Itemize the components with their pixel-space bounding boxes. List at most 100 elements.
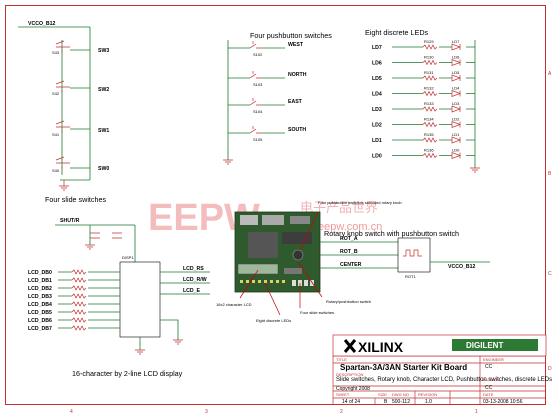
led-label: LD5 [372,76,382,82]
sheet-border [5,5,546,405]
vcco-net-label: VCCO_B12 [28,21,56,27]
svg-text:SW1: SW1 [98,128,109,134]
pushbutton-caption: Four pushbutton switches [250,31,332,40]
resistor-icon [422,137,438,143]
svg-text:S102: S102 [253,52,263,57]
lcd-e: LCD_E [183,288,201,294]
led-label: LD0 [372,154,382,160]
size-label: SIZE [378,392,387,397]
date: 03-13-2008 10:56 [483,399,523,405]
svg-text:EAST: EAST [288,99,303,105]
pushbutton-0: S102 WEST [228,41,304,57]
lcd-icon [237,263,279,275]
sheet-label: SHEET [336,392,350,397]
rotary-encoder [397,237,431,273]
led-label: LD7 [372,45,382,51]
svg-text:S104: S104 [253,109,263,114]
zone-d: D [548,366,552,372]
led-label: LD6 [372,61,382,67]
xilinx-wordmark: XILINX [358,339,404,355]
slide-switch-section: VCCO_B12 S43 SW3 S42 SW2 S41 SW1 [18,21,109,204]
svg-text:WEST: WEST [288,42,304,48]
xilinx-logo-icon [343,339,357,353]
lcd-data-label: LCD_DB0 [28,270,52,276]
resistor-ref: R133 [424,101,434,106]
slide-switch-0: S43 SW3 [52,40,109,55]
title-text: Spartan-3A/3AN Starter Kit Board [340,363,467,372]
lcd-data-row: LCD_DB4 [28,301,120,308]
pushbutton-ground-icon [223,159,233,165]
resistor-icon [71,269,87,275]
lcd-data-label: LCD_DB4 [28,302,52,308]
callout-rotary-pb: Rotary/pushbutton switch [326,299,371,304]
rev-label: REVISION [418,392,437,397]
dwg: 500-112 [392,399,410,405]
led-diode-icon [451,43,461,51]
diode-ref: LD7 [452,39,460,44]
resistor-icon [422,106,438,112]
resistor-icon [71,325,87,331]
led-diode-icon [451,58,461,67]
lcd-data-label: LCD_DB2 [28,286,52,292]
pushbutton-section: Four pushbutton switches S102 WEST S103 … [223,31,332,165]
zone-a: A [548,71,552,77]
led-diode-icon [451,105,461,113]
svg-text:S42: S42 [52,91,60,96]
pushbutton-3: S105 SOUTH [228,126,306,142]
resistor-icon [422,59,438,66]
lcd-ground-wire [160,319,179,340]
led-label: LD3 [372,107,382,113]
svg-text:SW2: SW2 [98,87,109,93]
resistor-ref: R135 [424,132,434,137]
resistor-icon [71,277,87,283]
rotary-line-b: ROT_B [340,249,358,255]
svg-text:SOUTH: SOUTH [288,127,306,133]
led-diode-icon [451,136,461,144]
vcco-rail [18,26,91,181]
rotary-ref: ROT1 [405,274,416,279]
svg-text:S103: S103 [253,82,263,87]
size: B [384,399,388,405]
board-photo: Four pushbutton switches surround rotary… [216,200,402,323]
resistor-icon [422,121,438,128]
callout-pushbuttons-rotary: Four pushbutton switches surround rotary… [318,200,402,205]
resistor-ref: R131 [424,70,434,75]
led-label: LD1 [372,138,382,144]
zone-4: 4 [70,409,73,415]
watermark-chinese: 电子产品世界 [300,200,378,215]
lcd-caption: 16-character by 2-line LCD display [72,369,183,378]
watermark-url: eepw.com.cn [318,221,382,233]
rotary-section: Rotary knob switch with pushbutton switc… [320,229,490,279]
lcd-data-label: LCD_DB3 [28,294,52,300]
rotary-caption: Rotary knob switch with pushbutton switc… [324,229,459,238]
resistor-ref: R132 [424,86,434,91]
callout-lcd: 16x2 character LCD [216,302,252,307]
digilent-wordmark: DIGILENT [466,341,503,350]
lcd-ground-icon-2 [173,339,183,345]
lcd-connector [119,261,161,338]
svg-text:SW0: SW0 [98,166,109,172]
lcd-data-label: LCD_DB7 [28,326,52,332]
resistor-icon [71,285,87,291]
lcd-power-wires [55,224,136,262]
description-line: Slide switches, Rotary knob, Character L… [336,377,552,383]
author: CC [485,385,493,391]
led-diode-icon [451,151,461,160]
callout-slide: Four slide switches [300,310,334,315]
resistor-ref: R136 [424,148,434,153]
slide-ground-icon [59,180,69,191]
lcd-data-label: LCD_DB1 [28,278,52,284]
svg-text:S40: S40 [52,168,60,173]
rev: 1.0 [425,399,432,405]
callout-leds: Eight discrete LEDs [256,318,291,323]
engineer-label: ENGINEER [483,357,504,362]
rotary-vcc: VCCO_B12 [448,264,476,270]
lcd-data-row: LCD_DB2 [28,285,120,292]
date-label: DATE [483,392,494,397]
lcd-data-row: LCD_DB3 [28,293,120,300]
